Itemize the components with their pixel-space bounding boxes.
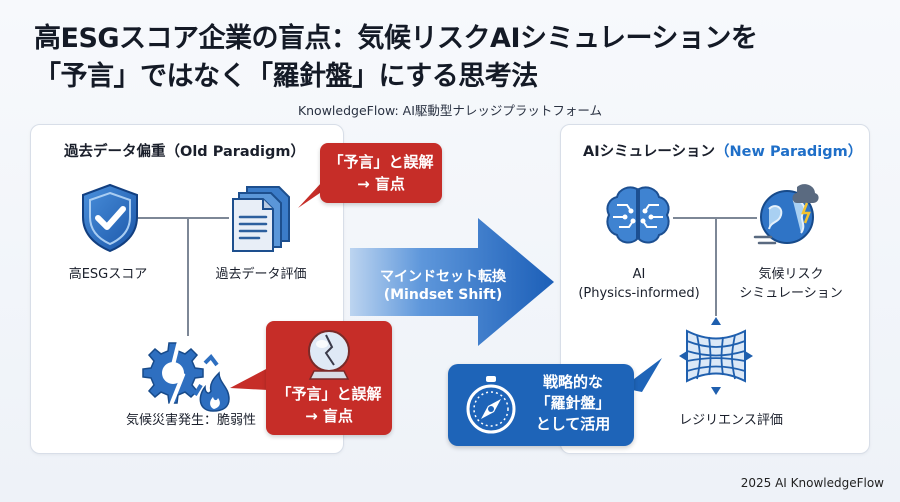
node-label-climate-sim: 気候リスク シミュレーション [721,265,861,303]
connector-line [111,217,229,219]
compass-line-3: として活用 [535,415,611,433]
climate-line-1: 気候リスク [758,267,824,282]
callout-top-line-1: 「予言」と誤解 [328,153,434,171]
callout-top-line-2: → 盲点 [357,175,405,193]
new-paradigm-title-accent: （New Paradigm） [715,144,863,160]
node-label-esg: 高ESGスコア [68,267,148,282]
mindset-shift-arrow [350,218,554,346]
connector-line [715,218,717,316]
old-paradigm-panel: 過去データ偏重（Old Paradigm） 高ESGスコア 過去データ評価 気候… [30,124,344,454]
compass-line-1: 戦略的な [542,373,603,391]
ai-line-1: AI [632,267,646,282]
old-paradigm-title: 過去データ偏重（Old Paradigm） [64,144,306,160]
compass-line-2: 「羅針盤」 [535,394,611,412]
compass-icon [466,376,516,434]
globe-storm-icon [753,184,819,245]
brain-circuit-icon [606,186,670,244]
callout-bottom-line-2: → 盲点 [305,407,353,425]
title-line-2: 「予言」ではなく「羅針盤」にする思考法 [34,61,538,92]
broken-gear-fire-icon [142,340,230,412]
node-label-past-data: 過去データ評価 [215,267,307,282]
node-label-resilience: レジリエンス評価 [679,413,783,428]
documents-icon [232,186,290,252]
arrow-line-1: マインドセット転換 [380,269,506,285]
callout-misread-bottom: 「予言」と誤解 → 盲点 [266,321,392,435]
new-paradigm-title: AIシミュレーション（New Paradigm） [583,140,862,161]
ai-line-2: (Physics-informed) [578,286,700,301]
page-title: 高ESGスコア企業の盲点：気候リスクAIシミュレーションを 「予言」ではなく「羅… [34,20,874,96]
node-label-disaster: 気候災害発生：脆弱性 [125,413,256,428]
crystal-ball-icon [308,330,350,380]
connector-line [187,218,189,336]
shield-check-icon [82,183,138,253]
arrow-line-2: (Mindset Shift) [383,287,503,303]
grid-stress-icon [679,317,753,395]
node-label-ai: AI (Physics-informed) [561,265,717,303]
callout-misread-top: 「予言」と誤解 → 盲点 [320,143,442,203]
climate-line-2: シミュレーション [739,286,843,301]
callout-pointer [230,368,268,390]
mindset-shift-label: マインドセット転換 (Mindset Shift) [350,268,536,304]
new-paradigm-title-main: AIシミュレーション [583,144,716,160]
callout-compass-text: 戦略的な 「羅針盤」 として活用 [520,372,626,435]
title-line-1: 高ESGスコア企業の盲点：気候リスクAIシミュレーションを [34,23,758,54]
subtitle: KnowledgeFlow: AI駆動型ナレッジプラットフォーム [297,103,603,118]
callout-compass: 戦略的な 「羅針盤」 として活用 [448,364,634,446]
footer-credit: 2025 AI KnowledgeFlow [740,476,884,490]
callout-bottom-line-1: 「予言」と誤解 [276,385,382,403]
